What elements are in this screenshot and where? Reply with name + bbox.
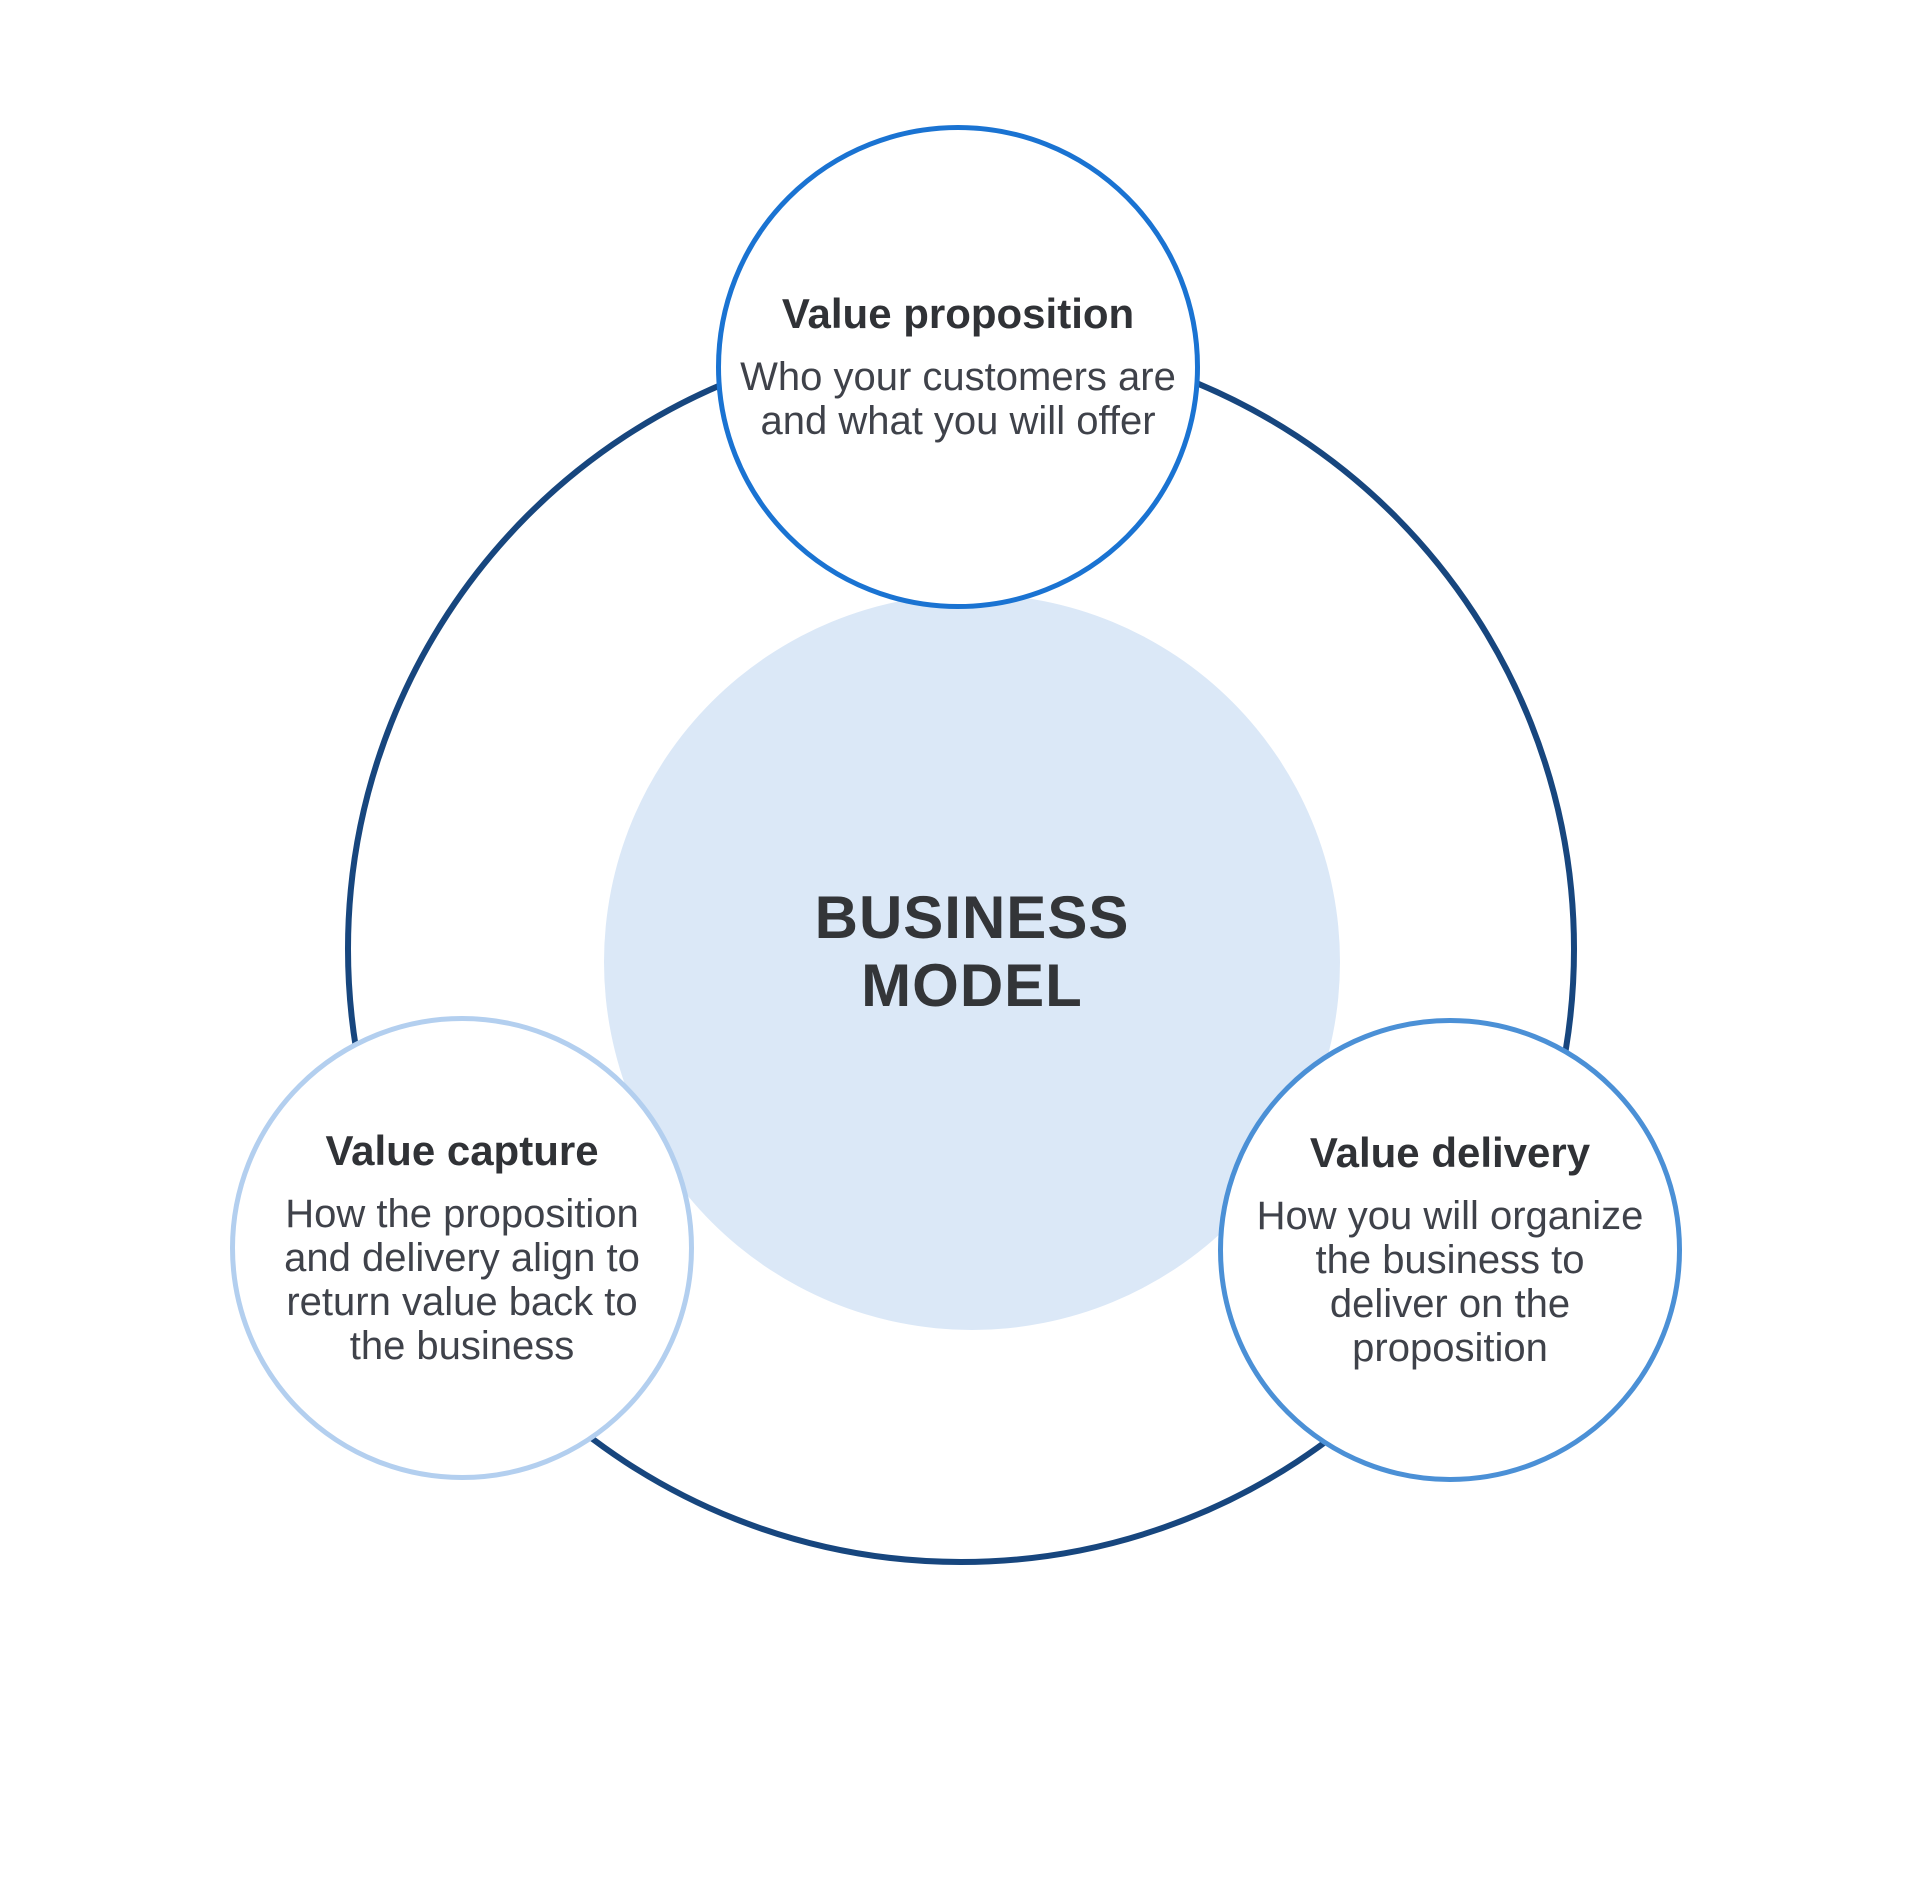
- description-line: How you will organize: [1256, 1194, 1644, 1239]
- description-line: and what you will offer: [760, 399, 1156, 444]
- description-line: How the proposition: [285, 1192, 639, 1237]
- description-line: Who your customers are: [740, 355, 1176, 400]
- value-proposition-title: Value proposition: [781, 289, 1135, 337]
- value-proposition-description: Who your customers are and what you will…: [740, 355, 1176, 443]
- description-line: deliver on the: [1329, 1282, 1571, 1327]
- value-delivery-description: How you will organize the business to de…: [1257, 1194, 1644, 1370]
- description-line: the business to: [1315, 1238, 1585, 1283]
- business-model-circle: BUSINESS MODEL: [604, 594, 1340, 1330]
- value-capture-title: Value capture: [325, 1126, 599, 1174]
- description-line: proposition: [1352, 1326, 1548, 1371]
- description-line: the business: [349, 1324, 575, 1369]
- node-value-proposition: Value proposition Who your customers are…: [716, 125, 1200, 609]
- description-line: and delivery align to: [284, 1236, 640, 1281]
- value-capture-description: How the proposition and delivery align t…: [284, 1192, 640, 1368]
- node-value-capture: Value capture How the proposition and de…: [230, 1016, 694, 1480]
- description-line: return value back to: [286, 1280, 638, 1325]
- value-delivery-title: Value delivery: [1309, 1128, 1591, 1176]
- node-value-delivery: Value delivery How you will organize the…: [1218, 1018, 1682, 1482]
- business-model-label: BUSINESS MODEL: [814, 883, 1130, 1019]
